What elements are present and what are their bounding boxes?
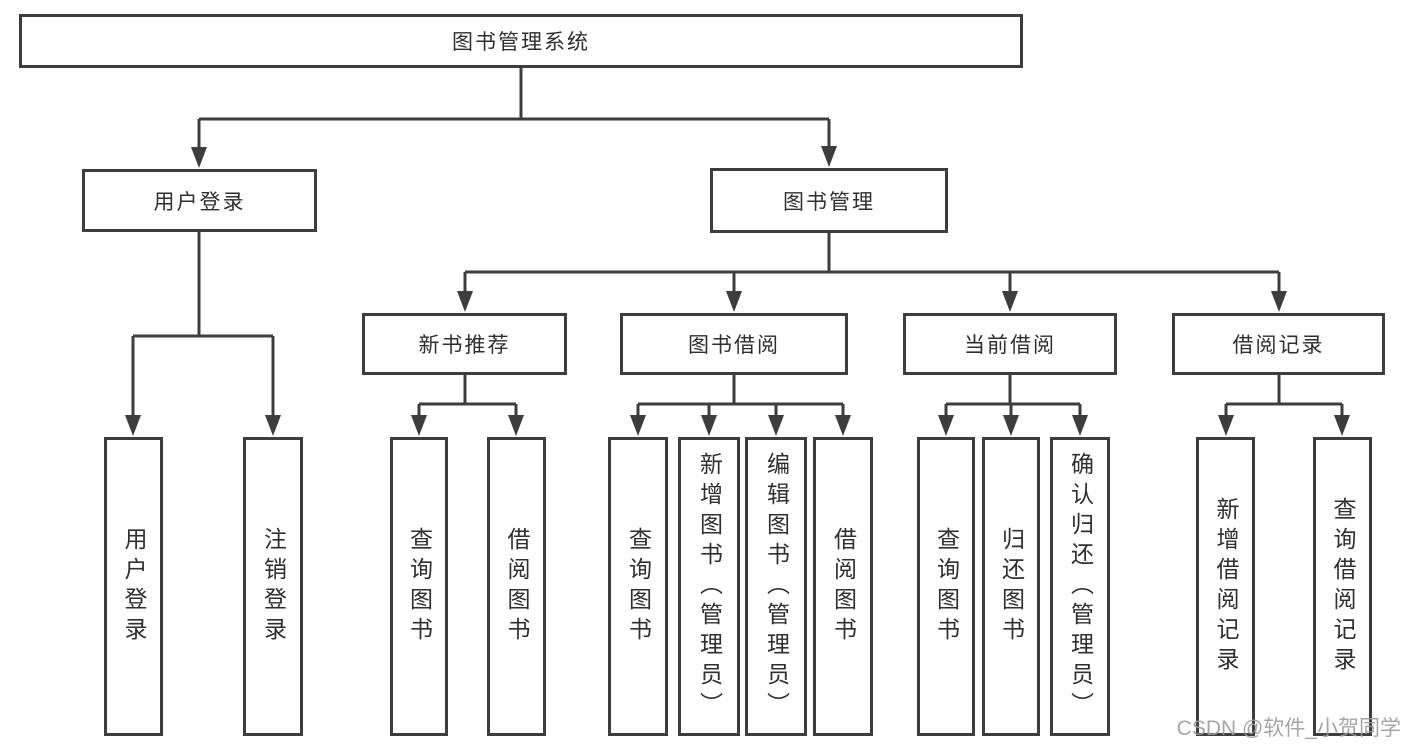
node-library-management-system: 图书管理系统 — [19, 14, 1023, 68]
leaf-label: 查询图书 — [406, 526, 433, 647]
node-label: 图书管理系统 — [452, 31, 590, 54]
leaf-label: 查询借阅记录 — [1330, 496, 1356, 677]
leaf-query-books-1: 查询图书 — [390, 437, 448, 736]
leaf-confirm-return-admin: 确认归还（管理员） — [1050, 437, 1110, 736]
leaf-query-books-2: 查询图书 — [608, 437, 668, 736]
node-book-management: 图书管理 — [710, 168, 948, 233]
leaf-borrow-books-2: 借阅图书 — [813, 437, 873, 736]
leaf-edit-books-admin: 编辑图书（管理员） — [745, 437, 807, 736]
node-current-borrowing: 当前借阅 — [903, 313, 1117, 375]
leaf-query-books-3: 查询图书 — [917, 437, 975, 736]
leaf-label: 查询图书 — [933, 526, 960, 647]
leaf-label: 归还图书 — [998, 526, 1025, 647]
leaf-label: 新增借阅记录 — [1213, 496, 1239, 677]
leaf-return-books: 归还图书 — [982, 437, 1040, 736]
node-user-login: 用户登录 — [82, 169, 317, 232]
node-label: 新书推荐 — [418, 334, 511, 357]
leaf-label: 确认归还（管理员） — [1067, 451, 1094, 722]
leaf-label: 借阅图书 — [504, 526, 530, 647]
leaf-label: 注销登录 — [260, 526, 287, 647]
leaf-label: 查询图书 — [625, 526, 652, 647]
leaf-add-books-admin: 新增图书（管理员） — [678, 437, 740, 736]
leaf-label: 用户登录 — [121, 526, 147, 647]
leaf-label: 借阅图书 — [830, 526, 857, 647]
leaf-query-borrow-record: 查询借阅记录 — [1313, 437, 1372, 736]
node-book-borrowing: 图书借阅 — [620, 313, 848, 375]
leaf-borrow-books-1: 借阅图书 — [487, 437, 546, 736]
leaf-logout: 注销登录 — [243, 437, 303, 736]
node-label: 图书管理 — [783, 190, 875, 214]
node-label: 借阅记录 — [1232, 334, 1325, 357]
leaf-user-login: 用户登录 — [104, 437, 163, 736]
csdn-watermark: CSDN @软件_小贺同学 — [1176, 717, 1401, 740]
node-label: 用户登录 — [153, 190, 246, 214]
node-borrowing-records: 借阅记录 — [1172, 313, 1385, 375]
node-new-book-recommendation: 新书推荐 — [362, 313, 567, 375]
leaf-label: 编辑图书（管理员） — [763, 451, 790, 722]
leaf-label: 新增图书（管理员） — [696, 451, 723, 722]
node-label: 图书借阅 — [688, 334, 780, 357]
node-label: 当前借阅 — [964, 334, 1056, 357]
leaf-add-borrow-record: 新增借阅记录 — [1196, 437, 1255, 736]
